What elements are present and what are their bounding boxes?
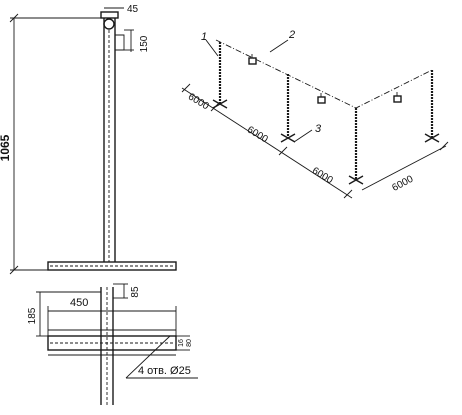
fence-span-3-label: 6000 bbox=[310, 165, 335, 186]
callout-1-leader bbox=[205, 39, 219, 57]
holes-note: 4 отв. Ø25 bbox=[138, 365, 191, 377]
dim-tick-bottom bbox=[9, 265, 19, 275]
dim-tick-e bbox=[439, 141, 449, 151]
callout-1: 1 bbox=[201, 31, 207, 43]
dim-tick-d bbox=[343, 189, 353, 199]
post-top-ring bbox=[103, 18, 115, 30]
dim-total-height-label: 1065 bbox=[0, 134, 12, 161]
fence-dim-line-side bbox=[361, 145, 447, 191]
detail-base-plate bbox=[47, 335, 177, 351]
callout-3: 3 bbox=[315, 123, 322, 135]
dim-plate-thickness-label: 16 bbox=[178, 339, 185, 347]
base-detail: 185 450 85 16 80 4 отв. Ø25 bbox=[27, 283, 198, 405]
dim-base-height-label: 185 bbox=[27, 307, 38, 324]
post-base-plate bbox=[47, 261, 177, 271]
fence-top-line bbox=[215, 39, 433, 109]
fence-span-4-label: 6000 bbox=[390, 174, 415, 194]
callout-2: 2 bbox=[288, 29, 295, 41]
dim-base-width-label: 450 bbox=[70, 297, 88, 309]
callout-3-leader bbox=[293, 129, 313, 143]
callout-2-leader bbox=[269, 39, 289, 53]
fence-signs bbox=[248, 54, 402, 104]
dim-tick-a bbox=[181, 83, 191, 93]
post-bracket bbox=[115, 34, 125, 51]
dim-top-offset-label: 150 bbox=[139, 35, 150, 52]
post-elevation: 1065 45 150 bbox=[0, 4, 177, 275]
dim-tick-top bbox=[9, 13, 19, 23]
post-top-cap bbox=[100, 11, 119, 19]
dim-tick-c bbox=[278, 146, 288, 156]
dim-top-width-label: 45 bbox=[127, 4, 139, 15]
fence-isometric: 1 2 3 6000 6000 6000 6000 bbox=[181, 29, 449, 199]
fence-span-1-label: 6000 bbox=[186, 91, 211, 112]
fence-dim-line-front bbox=[181, 87, 353, 199]
dim-plate-edge-label: 80 bbox=[186, 339, 193, 347]
holes-leader bbox=[125, 335, 171, 379]
dim-base-small-label: 85 bbox=[130, 286, 141, 298]
dim-tick-b bbox=[210, 102, 220, 112]
